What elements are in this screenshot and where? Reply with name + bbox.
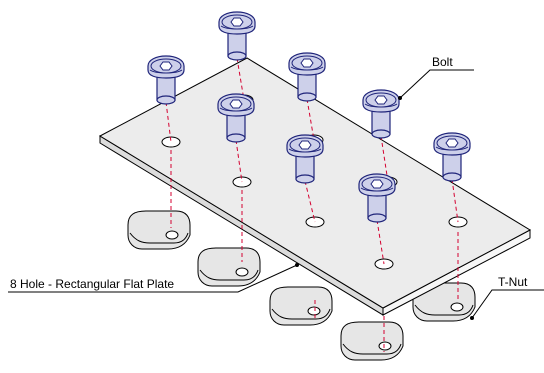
bolt-head-rim	[219, 107, 253, 112]
hex-socket	[298, 140, 312, 150]
bolt-leader-dot	[398, 96, 402, 100]
bolt-head-rim	[360, 187, 394, 192]
hex-socket	[445, 138, 459, 148]
alignment-line	[451, 178, 459, 223]
t-nut-edge	[342, 343, 402, 355]
plate-leader-line	[8, 264, 298, 293]
t-nut-body	[269, 286, 333, 326]
t-nut	[269, 286, 333, 326]
plate-hole	[161, 136, 181, 148]
plate-label: 8 Hole - Rectangular Flat Plate	[10, 277, 175, 291]
bolt	[433, 132, 471, 182]
alignment-line	[380, 135, 389, 183]
bolt	[358, 173, 396, 223]
t-nut-hole	[450, 302, 464, 312]
t-nut	[340, 321, 404, 361]
t-nut-hole	[307, 306, 321, 316]
t-nut	[412, 282, 476, 322]
bolt-tip	[371, 129, 391, 139]
bolt-tip	[442, 172, 462, 182]
bolt	[288, 52, 326, 102]
bolt-head-rim	[149, 69, 183, 74]
alignment-line	[304, 180, 316, 223]
alignment-line	[235, 139, 243, 183]
t-nut-hole	[165, 230, 179, 240]
bolt-head-rim	[364, 103, 398, 108]
t-nut	[127, 210, 191, 250]
bolt	[286, 134, 324, 184]
bolt	[217, 93, 255, 143]
t-nut-label: T-Nut	[498, 275, 528, 289]
bolt-tip	[156, 95, 176, 105]
bolt	[147, 55, 185, 105]
bolt-head-rim	[435, 146, 469, 151]
t-nut-body	[197, 247, 261, 287]
bolt-head-rim	[290, 66, 324, 71]
plate-top-face	[98, 57, 532, 309]
bolt-tip	[226, 133, 246, 143]
bolt-tip	[295, 174, 315, 184]
t-nut-hole	[235, 267, 249, 277]
alignment-line-group	[165, 57, 459, 352]
bolt-tip	[227, 51, 247, 61]
alignment-line	[236, 57, 245, 101]
t-nut	[197, 247, 261, 287]
bolt-leader-line	[399, 69, 474, 99]
plate-leader-dot	[295, 263, 299, 267]
alignment-line	[376, 219, 385, 265]
t-nut-edge	[129, 232, 189, 244]
hex-socket	[370, 179, 384, 189]
t-nut-hole	[378, 341, 392, 351]
bolt	[218, 11, 256, 61]
t-nut-edge	[414, 304, 474, 316]
bolt-tip	[367, 213, 387, 223]
bolt-label: Bolt	[432, 55, 453, 69]
hex-socket	[229, 99, 243, 109]
callout-leader-group	[8, 69, 544, 320]
hex-socket	[374, 95, 388, 105]
t-nut-edge	[271, 308, 331, 320]
hex-socket	[230, 17, 244, 27]
t-nut-edge	[199, 269, 259, 281]
bolt-head-rim	[220, 25, 254, 30]
bolt-head-rim	[288, 148, 322, 153]
bolt-tip	[297, 92, 317, 102]
t-nut-leader-line	[471, 289, 544, 319]
bolt	[362, 89, 400, 139]
t-nut-body	[127, 210, 191, 250]
hex-socket	[300, 58, 314, 68]
t-nut-group	[127, 210, 476, 361]
bolt-group	[147, 11, 471, 223]
t-nut-body	[340, 321, 404, 361]
hex-socket	[159, 61, 173, 71]
t-nut-leader-dot	[470, 316, 474, 320]
